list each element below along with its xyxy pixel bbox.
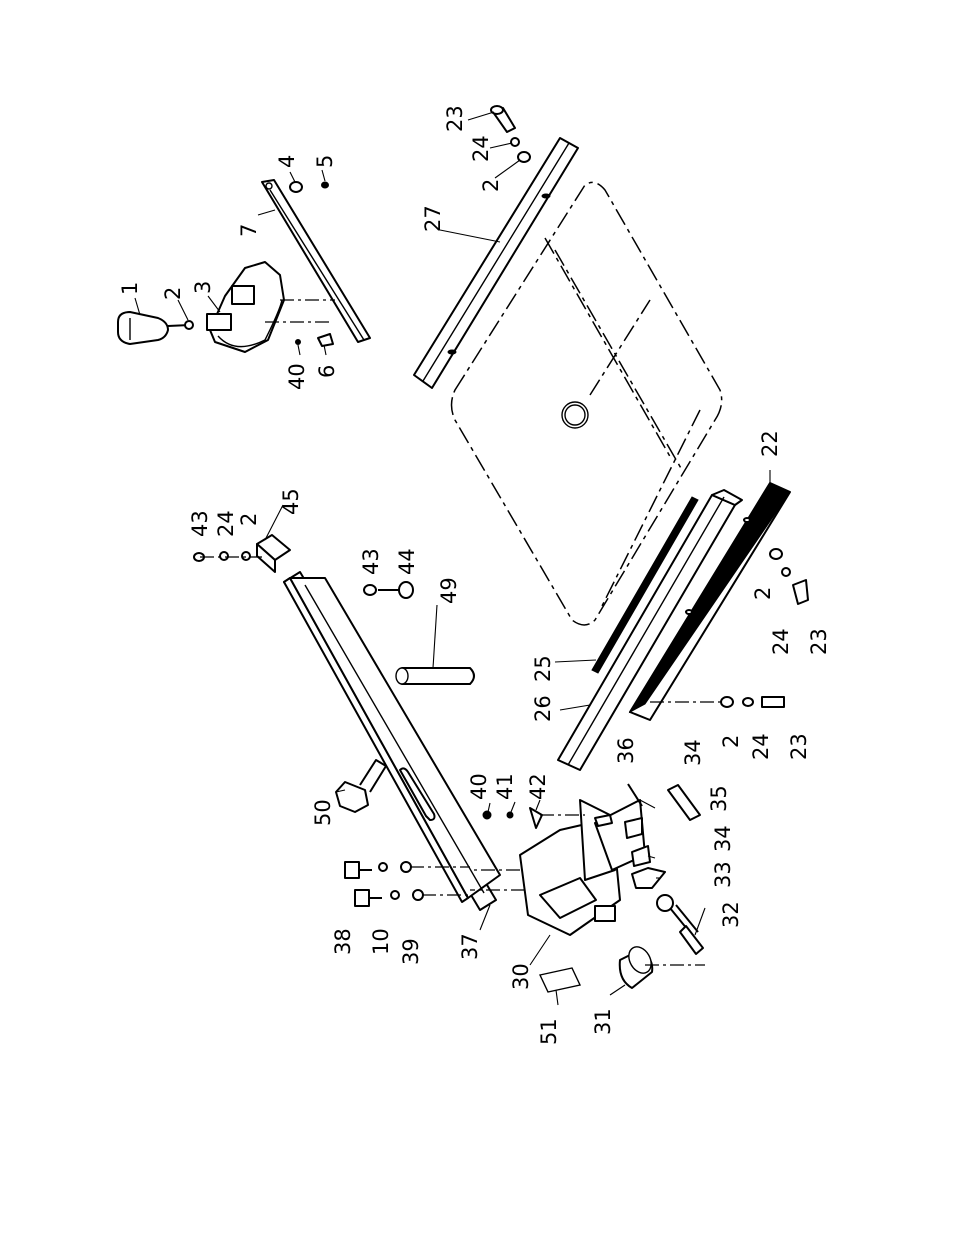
callout-31: 31 xyxy=(591,1008,615,1035)
callout-3: 3 xyxy=(191,281,215,294)
callout-39: 39 xyxy=(399,938,423,965)
callout-32: 32 xyxy=(719,901,743,928)
part-4-washer xyxy=(289,181,303,193)
callout-1: 1 xyxy=(118,282,142,295)
callout-24-b: 24 xyxy=(214,510,238,537)
part-6-pointer xyxy=(317,333,334,347)
callout-50: 50 xyxy=(311,799,335,826)
part-2-washer-d xyxy=(769,548,783,560)
part-24-lockwasher-b xyxy=(219,551,229,561)
callout-41: 41 xyxy=(493,773,517,800)
leader-lines xyxy=(134,111,771,1006)
part-2-washer-e xyxy=(720,696,734,708)
part-22-front-rail xyxy=(628,482,791,721)
callout-2-d: 2 xyxy=(751,587,775,600)
part-5-screw xyxy=(321,181,329,189)
callout-22: 22 xyxy=(758,430,782,457)
callout-labels: 1 2 3 4 5 7 40 6 23 24 2 27 43 24 2 45 4… xyxy=(118,105,831,1045)
callout-43-b: 43 xyxy=(359,548,383,575)
part-2-washer-a xyxy=(184,320,194,330)
callout-23-a: 23 xyxy=(443,105,467,132)
callout-34-b: 34 xyxy=(711,825,735,852)
part-45-bracket xyxy=(256,534,291,573)
callout-36: 36 xyxy=(614,737,638,764)
rear-rail-hardware xyxy=(490,105,531,163)
part-40-screw-a xyxy=(295,339,301,345)
callout-42: 42 xyxy=(526,773,550,800)
callout-24-d: 24 xyxy=(749,733,773,760)
part-43-nut-b xyxy=(363,584,377,596)
part-23-bolt-c xyxy=(761,696,785,708)
part-36-spring xyxy=(627,783,643,807)
callout-35: 35 xyxy=(707,785,731,812)
part-35-pin xyxy=(667,784,701,821)
part-32-cam-shaft xyxy=(645,894,705,966)
table-outline xyxy=(450,181,723,626)
part-49-handle xyxy=(395,667,475,685)
callout-40-b: 40 xyxy=(467,773,491,800)
part-40-screw-b xyxy=(482,810,492,820)
part-34-pad-b xyxy=(631,845,651,867)
callout-24-c: 24 xyxy=(769,628,793,655)
part-51-label xyxy=(538,967,582,993)
callout-7: 7 xyxy=(237,224,261,237)
callout-26: 26 xyxy=(531,695,555,722)
callout-37: 37 xyxy=(458,933,482,960)
part-3-miter-head xyxy=(206,261,335,353)
callout-2-c: 2 xyxy=(237,513,261,526)
part-33-cam xyxy=(631,867,666,889)
callout-44: 44 xyxy=(395,548,419,575)
callout-23-c: 23 xyxy=(787,733,811,760)
callout-6: 6 xyxy=(315,365,339,378)
callout-25: 25 xyxy=(531,655,555,682)
part-37-fence-body xyxy=(283,571,501,911)
callout-30: 30 xyxy=(509,963,533,990)
part-26-fence-tube xyxy=(557,489,743,771)
part-1-knob xyxy=(117,311,191,345)
callout-43-a: 43 xyxy=(188,510,212,537)
callout-45: 45 xyxy=(279,488,303,515)
part-2-washer-c xyxy=(241,551,251,561)
callout-38: 38 xyxy=(331,928,355,955)
callout-23-b: 23 xyxy=(807,628,831,655)
callout-2-e: 2 xyxy=(719,735,743,748)
part-7-miter-bar xyxy=(261,179,371,343)
callout-40-a: 40 xyxy=(285,363,309,390)
miter-gauge-assembly xyxy=(117,179,371,353)
callout-24-a: 24 xyxy=(469,135,493,162)
part-27-rear-rail xyxy=(413,137,579,389)
part-31-cam-handle xyxy=(618,946,654,989)
callout-51: 51 xyxy=(537,1018,561,1045)
callout-34-a: 34 xyxy=(681,739,705,766)
callout-4: 4 xyxy=(275,155,299,168)
part-24-lockwasher-d xyxy=(742,697,754,707)
callout-2-a: 2 xyxy=(161,287,185,300)
callout-10: 10 xyxy=(369,928,393,955)
part-25-scale xyxy=(591,496,699,674)
callout-27: 27 xyxy=(421,205,445,232)
callout-33: 33 xyxy=(711,861,735,888)
part-34-pad-a xyxy=(624,817,643,839)
part-50-lock-bolt xyxy=(335,759,387,813)
part-30-fence-head xyxy=(470,799,646,936)
callout-5: 5 xyxy=(313,155,337,168)
part-42-clip xyxy=(529,807,543,829)
part-23-bolt-b xyxy=(792,579,809,605)
callout-2-b: 2 xyxy=(479,179,503,192)
part-41-washer xyxy=(506,811,514,819)
callout-49: 49 xyxy=(437,577,461,604)
part-44-pad xyxy=(378,581,414,599)
fence-head-screws xyxy=(344,861,470,907)
part-24-lockwasher-c xyxy=(781,567,791,577)
